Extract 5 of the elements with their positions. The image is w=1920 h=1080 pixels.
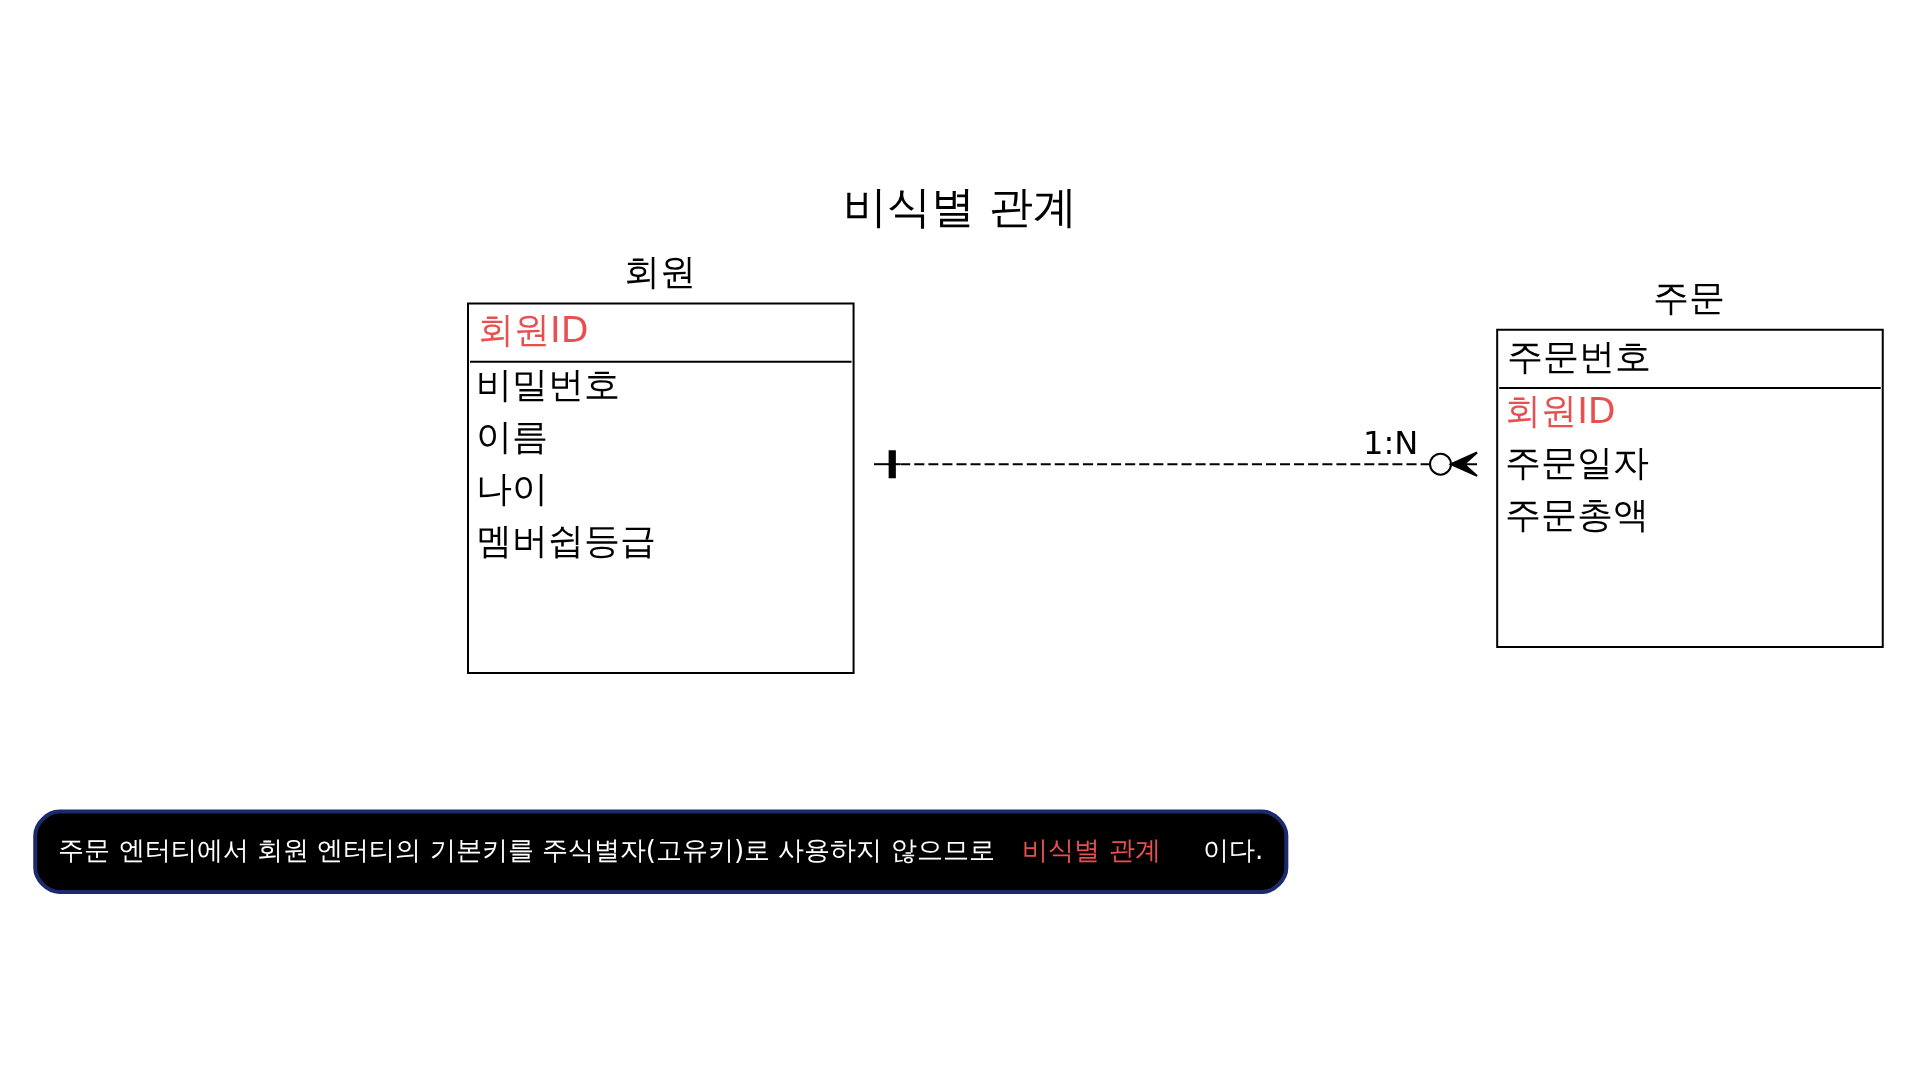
node-label: 회원 — [623, 249, 696, 293]
connector — [873, 449, 1479, 478]
edge-label: 1:N — [1363, 423, 1419, 462]
node-label: 주문 — [1652, 275, 1725, 319]
diagram-title: 비식별 관계 — [842, 180, 1078, 232]
